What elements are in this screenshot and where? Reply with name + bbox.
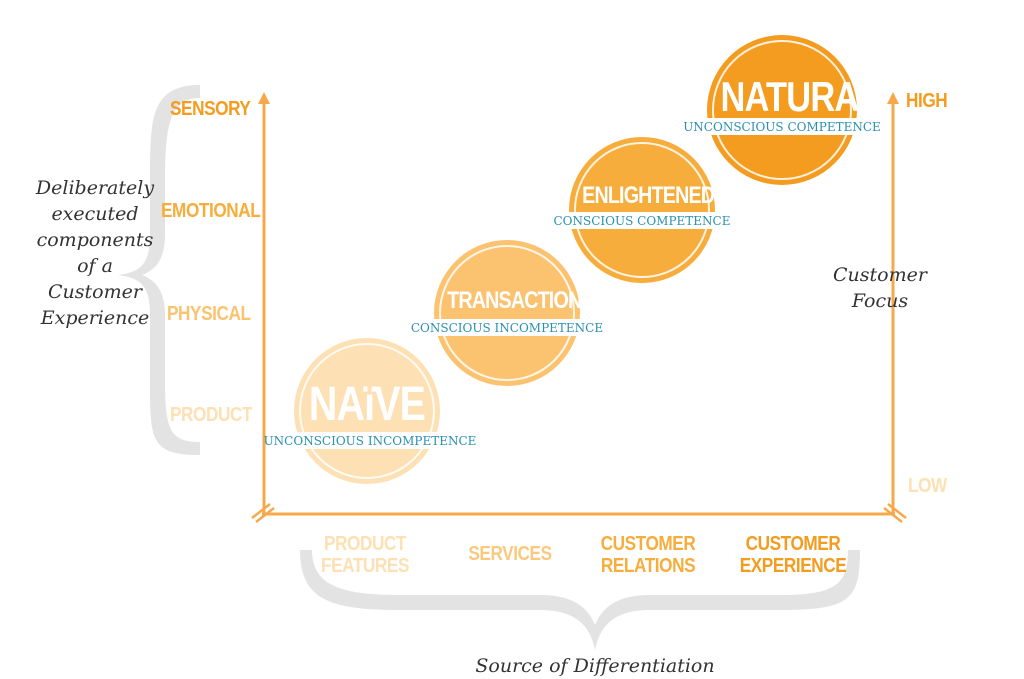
- stage-natural-circle: NATURAL: [707, 35, 880, 185]
- y-label-physical: PHYSICAL: [167, 303, 251, 325]
- x-label-customer-experience: CUSTOMER EXPERIENCE: [737, 533, 849, 577]
- stage-naive-subtitle: UNCONSCIOUS INCOMPETENCE: [263, 434, 477, 448]
- stage-ring: [574, 142, 710, 278]
- left-brace: [118, 85, 200, 455]
- y-axis-arrow: [258, 92, 270, 104]
- bottom-caption: Source of Differentiation: [475, 655, 715, 677]
- x-label-line: CUSTOMER: [745, 533, 841, 555]
- bottom-brace: [300, 550, 860, 650]
- caption-line: Customer: [833, 264, 927, 286]
- right-tick-2: [887, 503, 907, 519]
- caption-line: of a: [77, 255, 113, 277]
- caption-line: components: [36, 229, 154, 251]
- stage-enlightened-subtitle: CONSCIOUS COMPETENCE: [553, 214, 731, 228]
- caption-line: Focus: [851, 290, 909, 312]
- stage-transactional-band: [410, 319, 604, 336]
- stage-naive-circle: NAïVE: [294, 338, 440, 484]
- right-caption: Customer Focus: [830, 262, 930, 314]
- stage-ring: [439, 245, 575, 381]
- x-label-line: SERVICES: [468, 543, 552, 565]
- right-axis-arrow: [887, 92, 899, 104]
- caption-line: Customer: [48, 281, 142, 303]
- x-label-line: RELATIONS: [600, 555, 696, 577]
- x-label-line: EXPERIENCE: [739, 555, 847, 577]
- stage-naive-band: [272, 432, 468, 449]
- x-label-line: PRODUCT: [323, 533, 407, 555]
- stage-natural-subtitle: UNCONSCIOUS COMPETENCE: [683, 120, 881, 134]
- stage-transactional-subtitle: CONSCIOUS INCOMPETENCE: [410, 321, 604, 335]
- x-label-product-features: PRODUCT FEATURES: [309, 533, 421, 577]
- x-label-services: SERVICES: [454, 543, 566, 565]
- stage-enlightened-title: ENLIGHTENED: [582, 182, 715, 209]
- y-label-emotional: EMOTIONAL: [161, 200, 261, 222]
- y-label-sensory: SENSORY: [170, 98, 251, 120]
- x-label-line: CUSTOMER: [600, 533, 696, 555]
- stage-natural-band: [690, 118, 874, 135]
- caption-line: Experience: [40, 307, 150, 329]
- stage-ring: [299, 343, 435, 479]
- right-tick: [883, 507, 903, 523]
- stage-naive-title: NAïVE: [308, 378, 426, 431]
- origin-tick-2: [255, 507, 275, 523]
- stage-ring: [712, 40, 852, 180]
- right-label-high: HIGH: [906, 90, 948, 112]
- caption-line: executed: [51, 203, 139, 225]
- stage-transactional-title: TRANSACTIONAL: [447, 287, 607, 314]
- stage-enlightened-circle: ENLIGHTENED: [569, 137, 715, 283]
- origin-tick: [251, 503, 271, 519]
- stage-natural-title: NATURAL: [720, 73, 880, 120]
- y-label-product: PRODUCT: [170, 404, 253, 426]
- x-label-customer-relations: CUSTOMER RELATIONS: [592, 533, 704, 577]
- left-caption: Deliberately executed components of a Cu…: [20, 175, 170, 331]
- x-label-line: FEATURES: [321, 555, 409, 577]
- caption-line: Deliberately: [35, 177, 155, 199]
- stage-transactional-circle: TRANSACTIONAL: [434, 240, 607, 386]
- stage-enlightened-band: [556, 212, 728, 229]
- right-label-low: LOW: [908, 475, 947, 497]
